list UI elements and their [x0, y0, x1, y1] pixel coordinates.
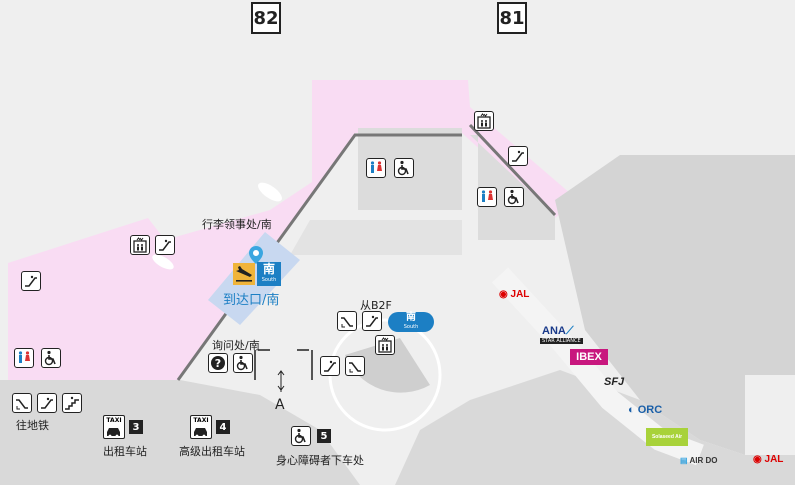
accessible-icon[interactable]	[233, 353, 253, 373]
arrival-icon	[233, 263, 255, 285]
stairs-icon[interactable]	[62, 393, 82, 413]
south-badge-en: South	[261, 277, 277, 283]
taxi-icon: TAXI	[103, 415, 125, 439]
escalator-icon[interactable]	[508, 146, 528, 166]
gate-82-sign: 82	[251, 2, 281, 34]
airline-orc-text: ORC	[637, 404, 663, 416]
airline-jal-text: JAL	[510, 289, 530, 300]
info-question-icon[interactable]: ?	[208, 353, 228, 373]
airline-jal[interactable]: ◉ JAL	[499, 289, 529, 300]
arrival-exit-label: 到达口/南	[223, 293, 280, 308]
elevator-icon[interactable]	[130, 235, 150, 255]
outer-building	[555, 155, 795, 455]
south-info-badge: 南 South	[388, 312, 434, 332]
corridor-area	[8, 80, 578, 380]
ana-star-alliance: STAR ALLIANCE	[540, 338, 583, 344]
airline-ana[interactable]: ANA⟋	[542, 325, 574, 338]
taxi-icon-text: TAXI	[106, 417, 122, 424]
airline-jal-2[interactable]: ◉ JAL	[753, 454, 783, 465]
airline-solaseed[interactable]: Solaseed Air	[646, 428, 688, 446]
from-b2f-label: 从B2F	[360, 299, 392, 312]
orc-logo-icon: ◐	[628, 404, 635, 416]
restroom-icon[interactable]	[477, 187, 497, 207]
taxi-stand-label: 出租车站	[103, 445, 147, 458]
accessible-restroom-icon[interactable]	[504, 187, 524, 207]
up-down-arrow-icon	[277, 370, 285, 391]
escalator-icon[interactable]	[21, 271, 41, 291]
escalator-down-icon[interactable]	[12, 393, 32, 413]
south-info-cn: 南	[406, 312, 416, 323]
accessible-icon[interactable]	[291, 426, 311, 446]
ana-stripe-icon: ⟋	[565, 325, 574, 337]
escalator-down-icon[interactable]	[345, 356, 365, 376]
stop-number-3: 3	[129, 420, 143, 434]
escalator-icon[interactable]	[37, 393, 57, 413]
south-badge-cn: 南	[262, 262, 275, 276]
baggage-office-label: 行李领事处/南	[202, 218, 272, 231]
road-left	[0, 380, 360, 485]
airline-sfj-text: SFJ	[604, 376, 625, 388]
taxi-icon-text: TAXI	[193, 417, 209, 424]
airline-sfj[interactable]: SFJ	[604, 376, 624, 388]
restroom-icon[interactable]	[14, 348, 34, 368]
jal-crane-icon: ◉	[753, 454, 762, 465]
airdo-logo-icon: ▤	[680, 456, 688, 465]
stop-number-4: 4	[216, 420, 230, 434]
gate-81-sign: 81	[497, 2, 527, 34]
to-subway-label: 往地铁	[16, 419, 49, 432]
escalator-icon[interactable]	[362, 311, 382, 331]
accessible-restroom-icon[interactable]	[41, 348, 61, 368]
escalator-area	[345, 338, 430, 393]
airline-ana-text: ANA	[542, 325, 566, 337]
restroom-icon[interactable]	[366, 158, 386, 178]
south-badge: 南 South	[257, 262, 281, 286]
svg-text:?: ?	[215, 357, 221, 370]
accessible-dropoff-label: 身心障碍者下车处	[276, 454, 364, 467]
escalator-down-icon[interactable]	[337, 311, 357, 331]
airline-airdo-text: AIR DO	[689, 456, 718, 465]
airline-ibex[interactable]: IBEX	[570, 349, 608, 365]
elevator-icon[interactable]	[474, 111, 494, 131]
stop-number-5: 5	[317, 429, 331, 443]
elevator-icon[interactable]	[375, 335, 395, 355]
premium-taxi-stand-label: 高级出租车站	[179, 445, 245, 458]
airline-orc[interactable]: ◐ ORC	[628, 404, 662, 416]
airline-jal2-text: JAL	[764, 454, 784, 465]
location-pin-icon	[249, 246, 263, 264]
south-info-en: South	[403, 324, 419, 330]
wall-block	[290, 220, 462, 255]
escalator-icon[interactable]	[155, 235, 175, 255]
escalator-icon[interactable]	[320, 356, 340, 376]
marker-a-label: A	[275, 397, 285, 413]
jal-crane-icon: ◉	[499, 289, 508, 300]
info-desk-label: 询问处/南	[212, 339, 260, 352]
accessible-restroom-icon[interactable]	[394, 158, 414, 178]
airline-airdo[interactable]: ▤ AIR DO	[680, 456, 718, 465]
taxi-icon: TAXI	[190, 415, 212, 439]
